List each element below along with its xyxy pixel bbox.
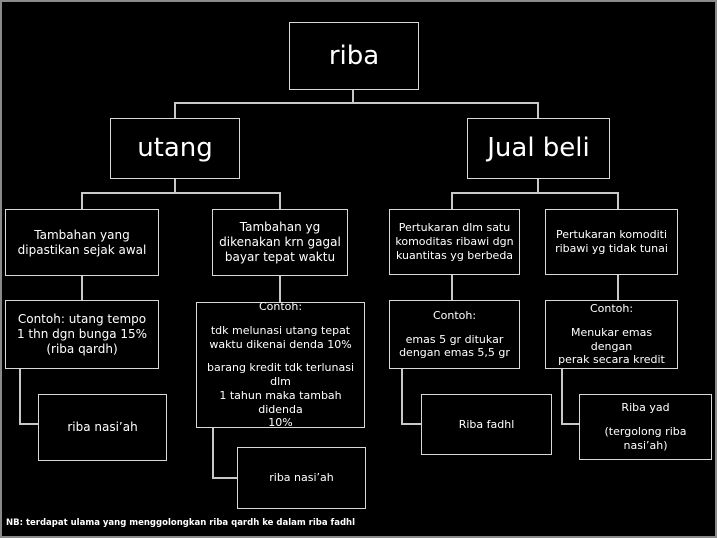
jualbeli-example-right-text: Menukar emas dengan perak secara kredit [558,325,665,367]
connector-example-result-3 [401,369,421,425]
utang-result-left-text: riba nasi’ah [67,420,138,434]
node-riba: riba [289,22,419,90]
jualbeli-result-right-text: Riba yad [621,401,670,415]
utang-desc-left-text: Tambahan yang dipastikan sejak awal [17,227,147,257]
jualbeli-example-left-text: emas 5 gr ditukar dengan emas 5,5 gr [399,332,510,360]
jualbeli-desc-right-text: Pertukaran komoditi ribawi yg tidak tuna… [555,228,668,255]
node-utang-example-right: Contoh: tdk melunasi utang tepat waktu d… [196,300,365,430]
node-utang-desc-right: Tambahan yg dikenakan krn gagal bayar te… [212,209,348,276]
connector-example-result-1 [19,369,38,425]
connector-utang-branches [81,192,281,209]
node-utang-result-left: riba nasi’ah [38,394,167,461]
jualbeli-result-left-text: Riba fadhl [458,417,515,431]
utang-example-right-text-1: tdk melunasi utang tepat waktu dikenai d… [209,323,352,351]
utang-example-left-text: Contoh: utang tempo 1 thn dgn bunga 15% … [16,312,148,356]
node-utang-result-right: riba nasi’ah [237,447,366,509]
connector-example-result-2 [212,428,237,479]
node-utang: utang [110,118,240,179]
jualbeli-result-right-note: (tergolong riba nasi’ah) [604,425,687,452]
jualbeli-example-left-title: Contoh: [432,308,477,322]
footnote: NB: terdapat ulama yang menggolongkan ri… [6,518,356,528]
node-jualbeli-desc-right: Pertukaran komoditi ribawi yg tidak tuna… [545,209,678,275]
node-jualbeli-result-right: Riba yad (tergolong riba nasi’ah) [579,394,712,460]
utang-example-right-text-2: barang kredit tdk terlunasi dlm 1 tahun … [207,361,354,430]
node-utang-example-left: Contoh: utang tempo 1 thn dgn bunga 15% … [5,300,159,369]
node-jualbeli-example-left: Contoh: emas 5 gr ditukar dengan emas 5,… [389,300,520,369]
jualbeli-desc-left-text: Pertukaran dlm satu komoditas ribawi dgn… [395,221,514,262]
jualbeli-example-right-title: Contoh: [589,302,634,315]
utang-example-right-title: Contoh: [258,300,303,313]
node-jual-beli: Jual beli [467,118,610,179]
connector-root-branches [174,102,539,118]
utang-result-right-text: riba nasi’ah [269,471,334,485]
node-jual-beli-label: Jual beli [487,133,590,164]
node-utang-desc-left: Tambahan yang dipastikan sejak awal [5,209,159,276]
node-utang-label: utang [137,133,213,164]
node-jualbeli-example-right: Contoh: Menukar emas dengan perak secara… [545,300,678,369]
node-riba-label: riba [328,40,380,71]
node-jualbeli-result-left: Riba fadhl [421,394,552,455]
connector-example-result-4 [561,369,579,425]
utang-desc-right-text: Tambahan yg dikenakan krn gagal bayar te… [219,220,341,264]
node-jualbeli-desc-left: Pertukaran dlm satu komoditas ribawi dgn… [389,209,520,275]
connector-jualbeli-branches [451,192,619,209]
